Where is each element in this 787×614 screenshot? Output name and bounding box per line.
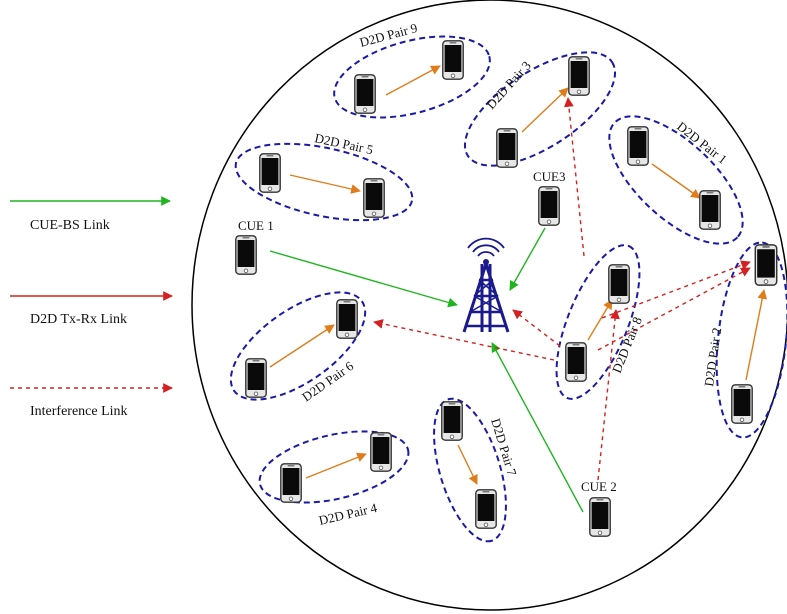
d2d-link-5 <box>289 174 361 194</box>
pair-label-1: D2D Pair 1 <box>674 119 730 167</box>
smartphone-icon <box>496 128 518 168</box>
legend-d2d: D2D Tx-Rx Link <box>10 291 173 327</box>
legend: CUE-BS Link D2D Tx-Rx Link Interference … <box>10 196 173 419</box>
pair-ellipse-5 <box>234 142 414 222</box>
smartphone-icon <box>245 358 267 398</box>
smartphone-icon <box>363 178 385 218</box>
pair-label-5: D2D Pair 5 <box>313 130 374 157</box>
pair-label-8: D2D Pair 8 <box>609 315 645 376</box>
smartphone-icon <box>699 190 721 230</box>
d2d-link-6 <box>269 324 335 368</box>
pair-label-9: D2D Pair 9 <box>358 20 419 50</box>
smartphone-icon <box>259 153 281 193</box>
pair-label-4: D2D Pair 4 <box>317 500 379 528</box>
pair-ellipse-9 <box>333 35 491 119</box>
pair-ellipse-6 <box>229 291 367 401</box>
smartphone-icon <box>538 186 560 226</box>
d2d-link-1 <box>651 163 701 199</box>
d2d-link-3 <box>521 87 569 133</box>
pair-ellipse-1 <box>608 115 744 245</box>
interference-pair8-to-bs <box>512 309 561 347</box>
cue3-label: CUE3 <box>533 169 566 184</box>
interference-pair8-to-pair6 <box>373 319 555 361</box>
smartphone-icon <box>627 126 649 166</box>
legend-cue-bs-label: CUE-BS Link <box>30 218 110 233</box>
smartphone-icon <box>336 299 358 339</box>
legend-interference: Interference Link <box>10 383 173 419</box>
smartphone-icon <box>280 463 302 503</box>
cue3-bs-link <box>509 227 546 291</box>
pair-ellipse-8 <box>555 244 641 400</box>
smartphone-icon <box>475 489 497 529</box>
cue2-bs-link <box>491 342 584 513</box>
smartphone-icon <box>608 264 630 304</box>
smartphone-icon <box>754 244 778 286</box>
d2d-link-7 <box>457 444 478 485</box>
d2d-link-9 <box>385 65 441 96</box>
smartphone-icon <box>565 342 587 382</box>
smartphone-icon <box>568 56 590 96</box>
smartphone-icon <box>731 384 753 424</box>
pair-ellipse-4 <box>258 430 410 504</box>
cue1-bs-link <box>269 250 458 308</box>
smartphone-icon <box>370 432 392 472</box>
smartphone-icon <box>354 74 376 114</box>
pair-label-6: D2D Pair 6 <box>299 358 357 405</box>
legend-cue-bs: CUE-BS Link <box>10 196 171 233</box>
pair-label-3: D2D Pair 3 <box>483 58 534 112</box>
base-station-tower-icon <box>462 237 510 333</box>
interference-pair8-rx-to-pair2 <box>601 260 751 319</box>
interference-cue2-to-pair8 <box>597 309 620 481</box>
legend-d2d-label: D2D Tx-Rx Link <box>30 312 127 327</box>
d2d-link-2 <box>745 289 768 381</box>
smartphone-icon <box>589 497 611 537</box>
cell-boundary <box>191 0 787 611</box>
pair-ellipse-3 <box>463 51 617 167</box>
d2d-link-8 <box>587 299 613 341</box>
cue2-label: CUE 2 <box>581 479 617 494</box>
pair-ellipse-7 <box>433 397 507 543</box>
smartphone-icon <box>441 401 463 441</box>
cue1-label: CUE 1 <box>238 218 274 233</box>
pair-label-2: D2D Pair 2 <box>701 327 724 388</box>
smartphone-icon <box>442 40 464 80</box>
legend-interference-label: Interference Link <box>30 404 128 419</box>
interference-cue3-to-pair3 <box>564 97 585 257</box>
d2d-link-4 <box>305 452 367 479</box>
smartphone-icon <box>235 235 257 275</box>
